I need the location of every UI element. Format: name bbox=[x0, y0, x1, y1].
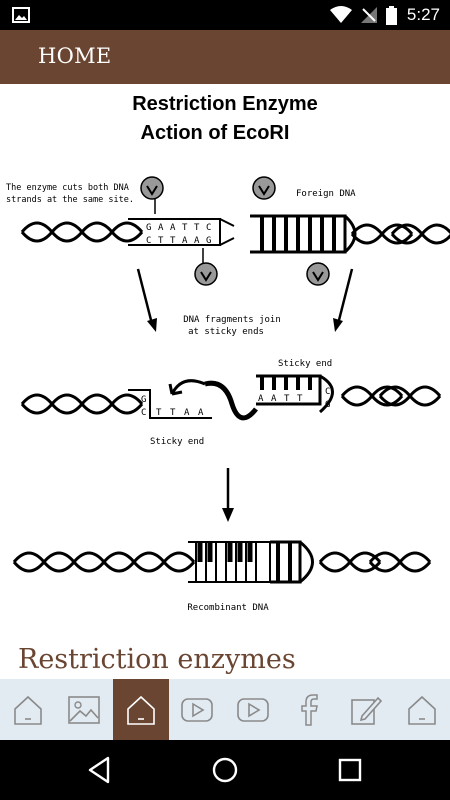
system-nav-bar bbox=[0, 740, 450, 800]
enzyme-icon bbox=[306, 262, 330, 286]
sticky-end-label-bottom: Sticky end bbox=[150, 437, 204, 447]
gallery-notification-icon bbox=[12, 7, 30, 23]
home-icon bbox=[408, 695, 436, 725]
base-top-1: A bbox=[158, 223, 164, 233]
base-top-3: T bbox=[182, 223, 188, 233]
diagram-title-line2: Action of EcoRI bbox=[141, 122, 290, 144]
tab-facebook[interactable] bbox=[281, 679, 337, 740]
page-title: HOME bbox=[38, 44, 112, 68]
tab-notes[interactable] bbox=[338, 679, 394, 740]
fragments-label-line2: at sticky ends bbox=[188, 327, 264, 337]
enzyme-icon bbox=[194, 262, 218, 286]
fragments-label-line1: DNA fragments join bbox=[183, 315, 281, 325]
sticky-left-base-3: T bbox=[170, 408, 176, 418]
app-bar: HOME bbox=[0, 30, 450, 84]
tab-home-1[interactable] bbox=[0, 679, 56, 740]
enzyme-icon bbox=[252, 176, 276, 200]
base-top-4: T bbox=[194, 223, 200, 233]
base-bottom-3: A bbox=[182, 236, 188, 246]
sticky-right-base-1: A bbox=[271, 394, 277, 404]
home-nav-icon[interactable] bbox=[209, 754, 241, 786]
image-icon bbox=[68, 695, 101, 724]
home-icon bbox=[126, 695, 155, 725]
restriction-enzyme-diagram: Restriction Enzyme Action of EcoRI The e… bbox=[6, 93, 450, 613]
tab-home-2[interactable] bbox=[394, 679, 450, 740]
recombinant-dna-label: Recombinant DNA bbox=[187, 603, 269, 613]
enzyme-icon bbox=[140, 176, 164, 200]
base-top-5: C bbox=[206, 223, 211, 233]
tab-video-1[interactable] bbox=[169, 679, 225, 740]
sticky-end-left: G C T T A A bbox=[141, 395, 204, 418]
wifi-icon bbox=[329, 6, 352, 23]
base-bottom-5: G bbox=[206, 236, 211, 246]
tab-home-active[interactable] bbox=[112, 679, 169, 740]
base-top-0: G bbox=[146, 223, 151, 233]
sticky-right-base-3: T bbox=[297, 394, 303, 404]
bottom-tab-bar bbox=[0, 679, 450, 740]
recognition-site-top: G A A T T C C T T A A G bbox=[146, 223, 211, 246]
sticky-left-base-1: C bbox=[141, 408, 146, 418]
base-bottom-2: T bbox=[170, 236, 176, 246]
edit-icon bbox=[350, 696, 382, 725]
sticky-end-label-top: Sticky end bbox=[278, 359, 332, 369]
enzyme-label-line2: strands at the same site. bbox=[6, 195, 134, 205]
diagram-title-line1: Restriction Enzyme bbox=[132, 93, 318, 115]
foreign-dna-label: Foreign DNA bbox=[296, 189, 356, 199]
sticky-left-base-5: A bbox=[198, 408, 204, 418]
facebook-icon bbox=[301, 693, 319, 726]
status-bar: 5:27 bbox=[0, 0, 450, 30]
no-signal-icon bbox=[360, 7, 377, 23]
home-icon bbox=[14, 695, 42, 725]
sticky-left-base-0: G bbox=[141, 395, 146, 405]
base-bottom-4: A bbox=[194, 236, 200, 246]
clock: 5:27 bbox=[406, 5, 440, 24]
enzyme-label-line1: The enzyme cuts both DNA bbox=[6, 183, 129, 193]
sticky-left-base-2: T bbox=[156, 408, 162, 418]
sticky-right-base-4: C bbox=[325, 387, 330, 397]
base-bottom-1: T bbox=[158, 236, 164, 246]
content-area[interactable]: Restriction Enzyme Action of EcoRI The e… bbox=[0, 84, 450, 679]
base-top-2: A bbox=[170, 223, 176, 233]
tab-gallery[interactable] bbox=[56, 679, 112, 740]
tab-video-2[interactable] bbox=[225, 679, 281, 740]
base-bottom-0: C bbox=[146, 236, 151, 246]
sticky-right-base-0: A bbox=[258, 394, 264, 404]
recents-icon[interactable] bbox=[334, 754, 366, 786]
section-heading: Restriction enzymes bbox=[18, 644, 296, 675]
sticky-right-base-2: T bbox=[284, 394, 290, 404]
sticky-left-base-4: A bbox=[184, 408, 190, 418]
youtube-icon bbox=[181, 697, 213, 722]
back-icon[interactable] bbox=[84, 754, 116, 786]
battery-icon bbox=[385, 5, 397, 25]
youtube-icon bbox=[237, 697, 269, 722]
